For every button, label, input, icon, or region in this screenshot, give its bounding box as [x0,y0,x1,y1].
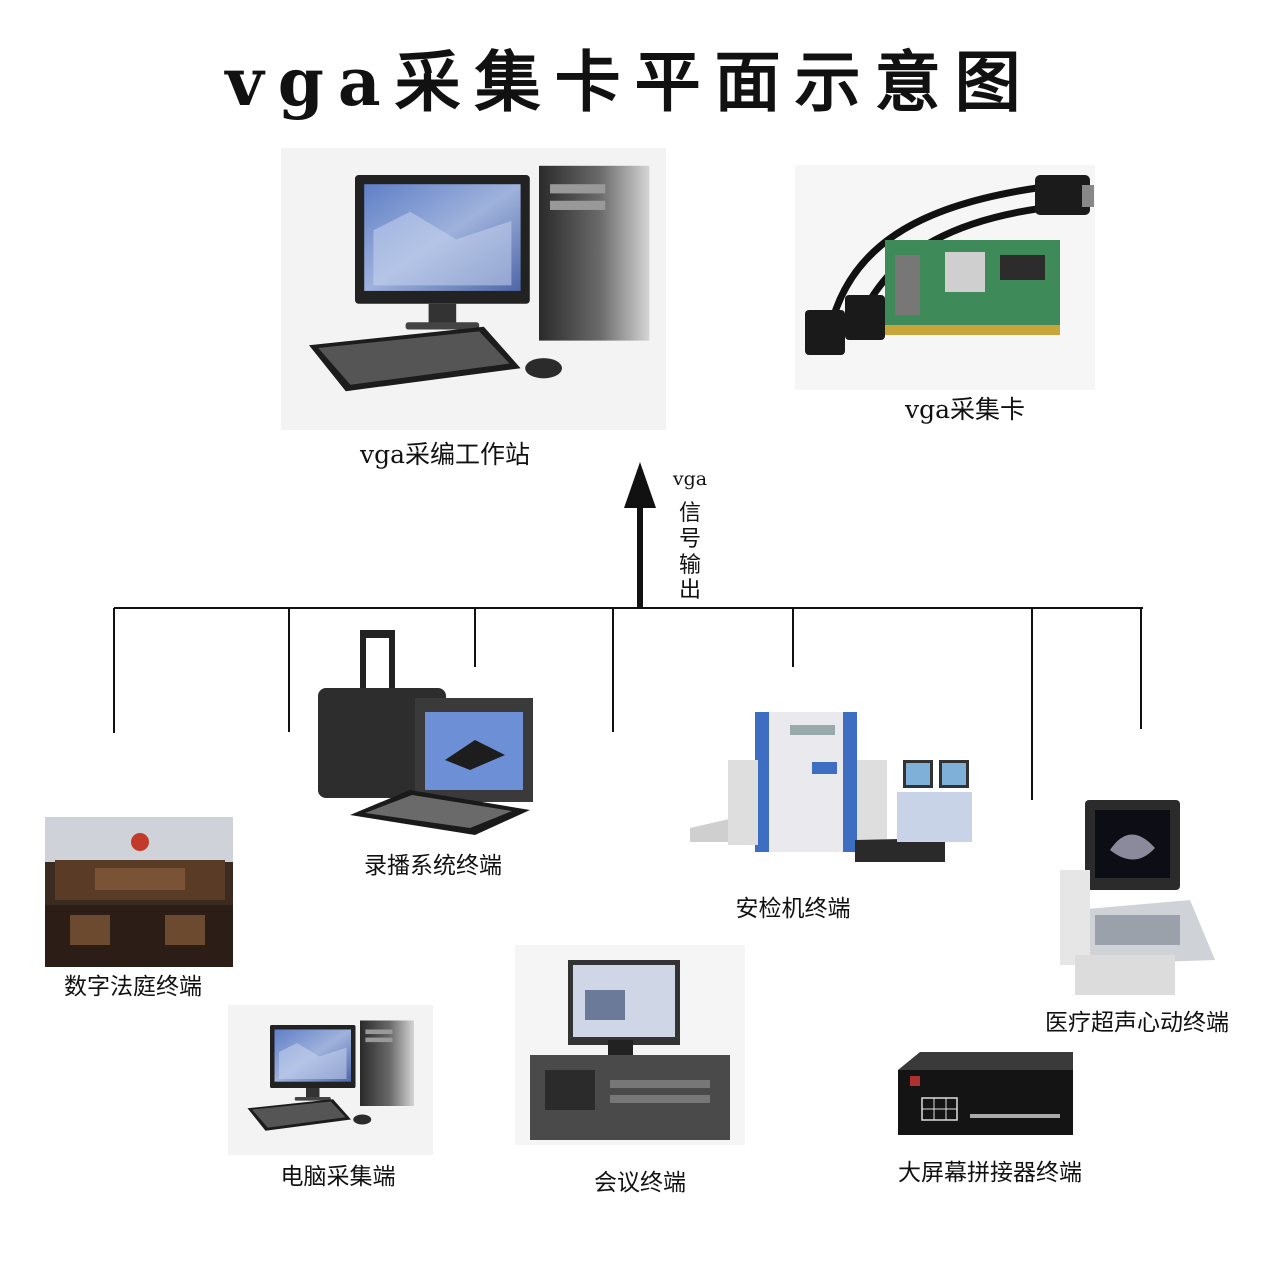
vga-capture-card-icon [805,175,1094,355]
recording-image [318,630,533,835]
security-image [690,712,972,862]
ultrasound-machine-icon [1060,800,1215,995]
signal-char-2: 号 [679,527,701,552]
signal-label-vga: vga [672,468,707,490]
signal-char-1: 信 [679,501,701,526]
capture-card-label: vga采集卡 [904,395,1025,424]
video-wall-controller-icon [898,1052,1073,1135]
terminal-label-meeting: 会议终端 [594,1170,686,1196]
signal-arrow [624,462,656,608]
terminal-label-ultrasound: 医疗超声心动终端 [1045,1010,1229,1036]
pc-image [228,1005,433,1155]
signal-char-4: 出 [679,578,701,603]
portable-recording-case-icon [318,630,533,835]
terminal-label-videowall: 大屏幕拼接器终端 [898,1160,1082,1186]
courtroom-image [45,817,233,967]
ultrasound-image [1060,800,1215,995]
xray-security-scanner-icon [690,712,972,862]
capture-card-image [795,165,1095,390]
terminal-label-security: 安检机终端 [736,896,851,922]
courtroom-photo-icon [45,817,233,967]
page-title: vga采集卡平面示意图 [223,43,1034,121]
meeting-image [515,945,745,1145]
rack-server-icon [530,960,730,1140]
terminal-label-pc: 电脑采集端 [281,1164,396,1190]
videowall-image [898,1052,1073,1135]
signal-char-3: 输 [679,553,701,578]
workstation-label: vga采编工作站 [359,440,530,469]
terminal-label-court: 数字法庭终端 [64,974,202,1000]
terminal-label-recording: 录播系统终端 [364,853,502,879]
bus-lines [113,607,1143,800]
workstation-image [281,148,666,430]
